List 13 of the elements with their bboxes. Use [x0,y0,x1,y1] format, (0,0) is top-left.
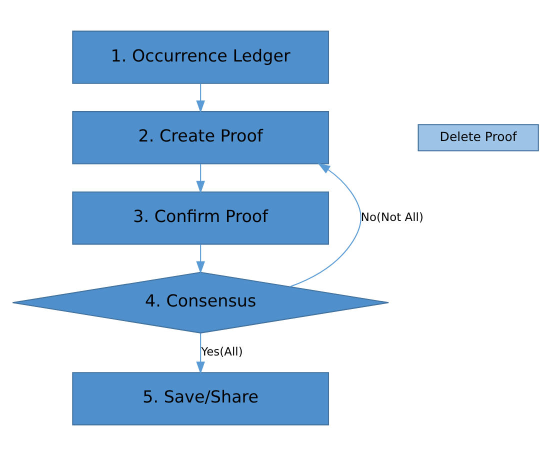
node-diamond: 4. Consensus [12,272,390,334]
arrow [196,84,205,114]
node-box: Delete Proof [418,124,539,152]
arrow [290,163,362,288]
node-box: 2. Create Proof [72,111,330,164]
arrow [196,244,205,274]
arrow [196,164,205,194]
node-box: 1. Occurrence Ledger [72,30,330,84]
arrow [196,333,205,374]
edge-label: Yes(All) [201,344,243,359]
edge-label: No(Not All) [360,210,424,224]
node-box: 5. Save/Share [72,372,330,426]
node-box: 3. Confirm Proof [72,191,330,245]
